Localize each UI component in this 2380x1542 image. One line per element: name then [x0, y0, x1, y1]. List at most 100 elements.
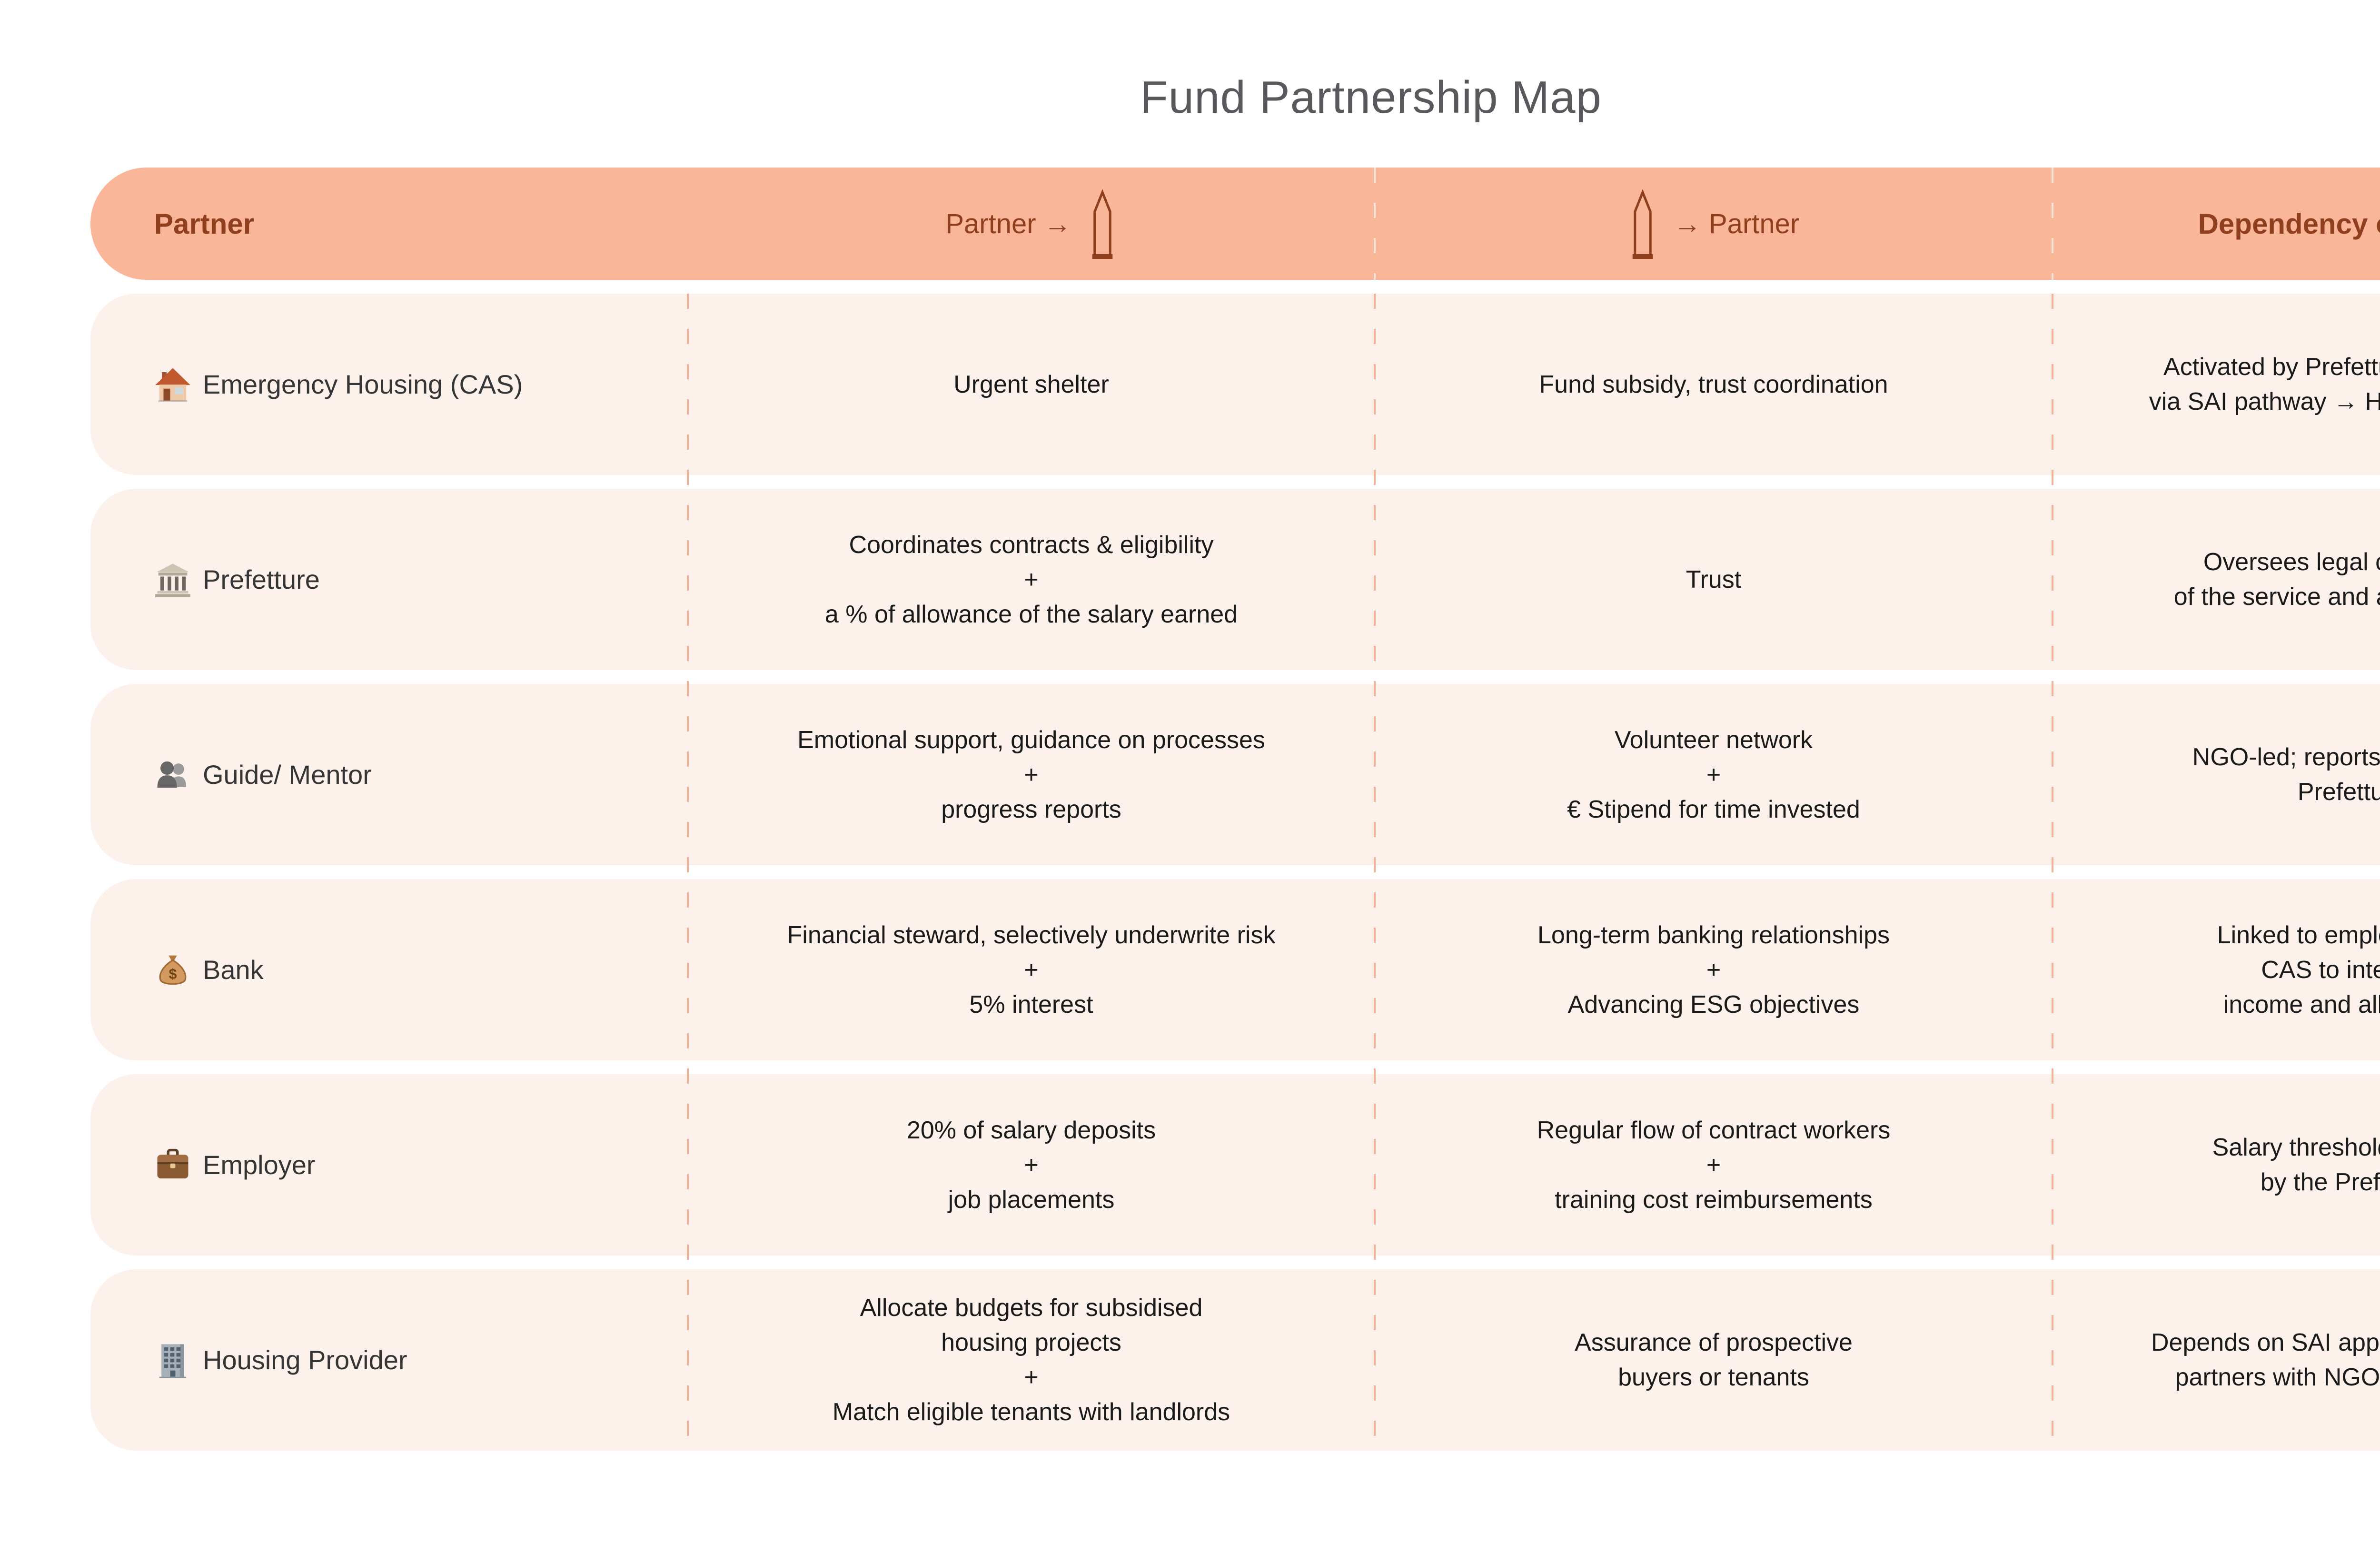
header-partner: Partner — [90, 168, 688, 280]
partner-name: Guide/ Mentor — [203, 760, 372, 790]
cell-line: by the Prefettura — [2260, 1168, 2380, 1196]
partner-cell: Prefetture — [90, 489, 688, 670]
dependency-cell: Activated by Prefettura; transitions via … — [2053, 294, 2380, 475]
partner-name: Employer — [203, 1150, 316, 1180]
dependency-cell: NGO-led; reports progress to Prefettura — [2053, 684, 2380, 865]
header-dependency-label: Dependency on others — [2198, 208, 2380, 240]
cell-line: Depends on SAI approval post-CAS; — [2151, 1329, 2380, 1356]
partner-row: Guide/ Mentor Emotional support, guidance… — [90, 684, 2380, 865]
cell-line: housing projects — [941, 1329, 1121, 1356]
partner-name: Housing Provider — [203, 1345, 407, 1375]
cell-line: partners with NGOs/Municipality — [2175, 1364, 2380, 1391]
plus-separator: + — [1024, 956, 1039, 984]
gets-cell: Trust — [1375, 489, 2053, 670]
gives-cell: Financial steward, selectively underwrit… — [688, 879, 1375, 1060]
gives-cell: Coordinates contracts & eligibility + a % … — [688, 489, 1375, 670]
partner-cell: Emergency Housing (CAS) — [90, 294, 688, 475]
dependency-cell: Oversees legal compliance of the service … — [2053, 489, 2380, 670]
header-partner-gets: → Partner — [1375, 168, 2053, 280]
gives-cell: Allocate budgets for subsidised housing p… — [688, 1269, 1375, 1451]
header-partner-gets-label: → Partner — [1673, 208, 1800, 239]
partner-cell: Guide/ Mentor — [90, 684, 688, 865]
cell-line: progress reports — [941, 795, 1121, 823]
partner-name: Prefetture — [203, 564, 320, 594]
table-body: Emergency Housing (CAS) Urgent shelter Fun… — [90, 294, 2380, 1451]
cell-line: Allocate budgets for subsidised — [860, 1294, 1203, 1322]
partnership-table: Partner Partner → → Partner Dependency o… — [90, 168, 2380, 1464]
cell-line: Fund subsidy, trust coordination — [1539, 370, 1888, 398]
cell-line: Urgent shelter — [953, 370, 1109, 398]
office-building-icon — [154, 1342, 191, 1379]
dependency-cell: Linked to employers andCAS to integrate i… — [2053, 879, 2380, 1060]
cell-line: CAS to integrate — [2261, 956, 2380, 984]
cell-line: Advancing ESG objectives — [1567, 990, 1860, 1018]
cell-line: 5% interest — [969, 990, 1093, 1018]
table-header: Partner Partner → → Partner Dependency o… — [90, 168, 2380, 280]
cell-line: Long-term banking relationships — [1537, 921, 1890, 949]
cell-line: Activated by Prefettura; transitions — [2163, 353, 2380, 381]
cell-line: € Stipend for time invested — [1567, 795, 1860, 823]
cell-line: Emotional support, guidance on processes — [797, 726, 1265, 754]
cell-line: income and allowances — [2223, 990, 2380, 1018]
gives-cell: 20% of salary deposits + job placements — [688, 1074, 1375, 1255]
cell-line: Prefettura — [2297, 778, 2380, 806]
cell-line: Financial steward, selectively underwrit… — [787, 921, 1276, 949]
gets-cell: Long-term banking relationships + Advancin… — [1375, 879, 2053, 1060]
cell-line: training cost reimbursements — [1555, 1186, 1873, 1214]
partner-cell: $ Bank — [90, 879, 688, 1060]
gives-cell: Emotional support, guidance on processes… — [688, 684, 1375, 865]
cell-line: job placements — [948, 1186, 1115, 1214]
plus-separator: + — [1024, 1364, 1039, 1391]
partner-row: Employer 20% of salary deposits + job place… — [90, 1074, 2380, 1255]
gets-cell: Assurance of prospective buyers or tenant… — [1375, 1269, 2053, 1451]
plus-separator: + — [1706, 761, 1721, 789]
briefcase-icon — [154, 1147, 191, 1184]
partner-cell: Employer — [90, 1074, 688, 1255]
house-icon — [154, 366, 191, 403]
money-bag-icon: $ — [154, 951, 191, 988]
header-partner-gives: Partner → — [688, 168, 1375, 280]
plus-separator: + — [1024, 761, 1039, 789]
header-partner-label: Partner — [154, 208, 255, 240]
partner-name: Bank — [203, 955, 264, 985]
plus-separator: + — [1024, 1151, 1039, 1179]
busts-icon — [154, 756, 191, 793]
cell-line: Regular flow of contract workers — [1537, 1116, 1891, 1144]
cell-line: Match eligible tenants with landlords — [832, 1398, 1230, 1426]
dependency-cell: Salary thresholds defined by the Prefettu… — [2053, 1074, 2380, 1255]
header-dependency: Dependency on others — [2053, 168, 2380, 280]
gets-cell: Fund subsidy, trust coordination — [1375, 294, 2053, 475]
cell-line: Volunteer network — [1614, 726, 1813, 754]
partner-row: Prefetture Coordinates contracts & eligib… — [90, 489, 2380, 670]
cell-line: buyers or tenants — [1618, 1364, 1809, 1391]
plus-separator: + — [1706, 1151, 1721, 1179]
cell-line: Coordinates contracts & eligibility — [849, 531, 1214, 559]
cell-line: Salary thresholds defined — [2212, 1134, 2380, 1161]
house-outline-icon — [1088, 188, 1117, 260]
partner-row: $ Bank Financial steward, selectively unde… — [90, 879, 2380, 1060]
header-partner-gives-label: Partner → — [945, 208, 1071, 239]
partner-cell: Housing Provider — [90, 1269, 688, 1451]
cell-line: Assurance of prospective — [1575, 1329, 1853, 1356]
cell-line: Oversees legal compliance — [2203, 548, 2380, 576]
cell-line: of the service and all its partners — [2173, 583, 2380, 611]
svg-text:$: $ — [169, 966, 177, 982]
partner-row: Housing Provider Allocate budgets for sub… — [90, 1269, 2380, 1451]
cell-line: NGO-led; reports progress to — [2192, 743, 2380, 771]
cell-line: a % of allowance of the salary earned — [824, 600, 1238, 628]
gives-cell: Urgent shelter — [688, 294, 1375, 475]
cell-line: via SAI pathway → Housing Provider — [2149, 388, 2380, 415]
classical-building-icon — [154, 561, 191, 598]
cell-line: Trust — [1686, 565, 1742, 593]
gets-cell: Volunteer network + € Stipend for time inv… — [1375, 684, 2053, 865]
cell-line: Linked to employers and — [2217, 921, 2380, 949]
cell-line: 20% of salary deposits — [906, 1116, 1156, 1144]
dependency-cell: Depends on SAI approval post-CAS; partner… — [2053, 1269, 2380, 1451]
house-outline-icon — [1628, 188, 1657, 260]
gets-cell: Regular flow of contract workers + trainin… — [1375, 1074, 2053, 1255]
partner-row: Emergency Housing (CAS) Urgent shelter Fun… — [90, 294, 2380, 475]
plus-separator: + — [1706, 956, 1721, 984]
page-title: Fund Partnership Map — [1140, 72, 1602, 123]
plus-separator: + — [1024, 565, 1039, 593]
